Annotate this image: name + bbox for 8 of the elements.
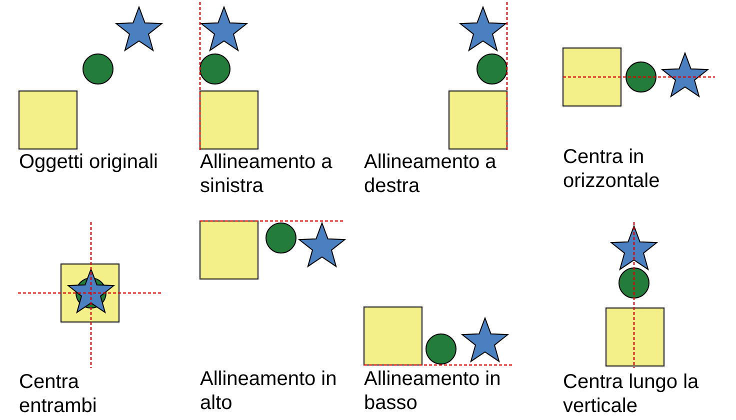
caption: Centra in orizzontale [563,145,661,193]
caption: Oggetti originali [19,150,159,174]
caption: Centra entrambi [19,370,98,418]
caption: Allineamento a sinistra [200,150,334,198]
caption: Allineamento in alto [200,367,338,415]
caption: Centra lungo la verticale [563,370,700,418]
caption: Allineamento a destra [364,150,498,198]
caption: Allineamento in basso [364,367,502,415]
